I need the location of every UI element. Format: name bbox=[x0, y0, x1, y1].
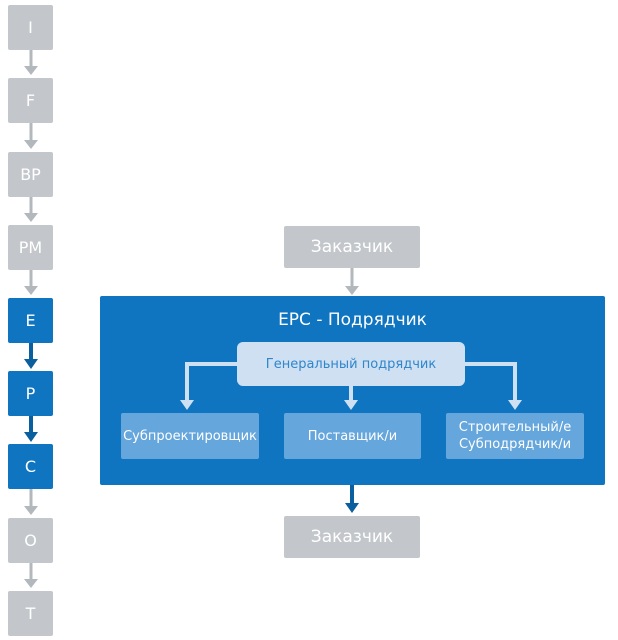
stage-e-box: E bbox=[8, 298, 53, 343]
stage-label: C bbox=[24, 457, 37, 476]
connector-left-v bbox=[185, 362, 189, 400]
stage-label: F bbox=[25, 91, 36, 110]
stage-label: I bbox=[28, 18, 33, 37]
builder-box: Строительный/е Субподрядчик/и bbox=[446, 413, 584, 459]
stage-label: PM bbox=[18, 238, 43, 257]
general-contractor-label: Генеральный подрядчик bbox=[265, 356, 437, 372]
connector-right-v bbox=[513, 362, 517, 400]
stage-arrow bbox=[24, 50, 38, 75]
stage-label: O bbox=[24, 531, 37, 550]
stage-label: E bbox=[25, 311, 36, 330]
stage-arrow bbox=[24, 343, 38, 369]
stage-arrow bbox=[24, 197, 38, 222]
connector-right-h bbox=[465, 362, 517, 366]
stage-o-box: O bbox=[8, 518, 53, 563]
stage-label: BP bbox=[20, 165, 41, 184]
stage-arrow bbox=[24, 563, 38, 588]
stage-label: T bbox=[25, 604, 36, 623]
sub-designer-label: Субпроектировщик bbox=[123, 428, 257, 444]
builder-label-line1: Строительный/е bbox=[458, 420, 572, 435]
supplier-label: Поставщик/и bbox=[307, 428, 398, 444]
client-bottom-box: Заказчик bbox=[284, 516, 420, 558]
general-contractor-box: Генеральный подрядчик bbox=[237, 342, 465, 386]
stage-i-box: I bbox=[8, 5, 53, 50]
stage-arrow bbox=[24, 123, 38, 149]
connector-mid-head bbox=[344, 400, 358, 410]
epc-contractor-panel: EPC - Подрядчик Генеральный подрядчик Су… bbox=[100, 296, 605, 485]
connector-left-h bbox=[185, 362, 237, 366]
stage-label: P bbox=[25, 384, 36, 403]
client-bottom-label: Заказчик bbox=[310, 527, 394, 547]
builder-label-line2: Субподрядчик/и bbox=[458, 437, 572, 452]
connector-left-head bbox=[180, 400, 194, 410]
connector-right-head bbox=[508, 400, 522, 410]
stage-p-box: P bbox=[8, 371, 53, 416]
stage-pm-box: PM bbox=[8, 225, 53, 270]
epc-title: EPC - Подрядчик bbox=[278, 310, 427, 330]
stage-bp-box: BP bbox=[8, 152, 53, 197]
client-to-epc-arrow bbox=[345, 268, 359, 295]
stage-c-box: C bbox=[8, 444, 53, 489]
supplier-box: Поставщик/и bbox=[284, 413, 421, 459]
epc-to-client-arrow bbox=[345, 485, 359, 513]
stage-f-box: F bbox=[8, 78, 53, 123]
stage-t-box: T bbox=[8, 591, 53, 636]
connector-mid-v bbox=[349, 386, 353, 400]
stage-arrow bbox=[24, 489, 38, 515]
stage-arrow bbox=[24, 270, 38, 295]
sub-designer-box: Субпроектировщик bbox=[121, 413, 259, 459]
stage-arrow bbox=[24, 416, 38, 442]
client-top-label: Заказчик bbox=[310, 237, 394, 257]
client-top-box: Заказчик bbox=[284, 226, 420, 268]
